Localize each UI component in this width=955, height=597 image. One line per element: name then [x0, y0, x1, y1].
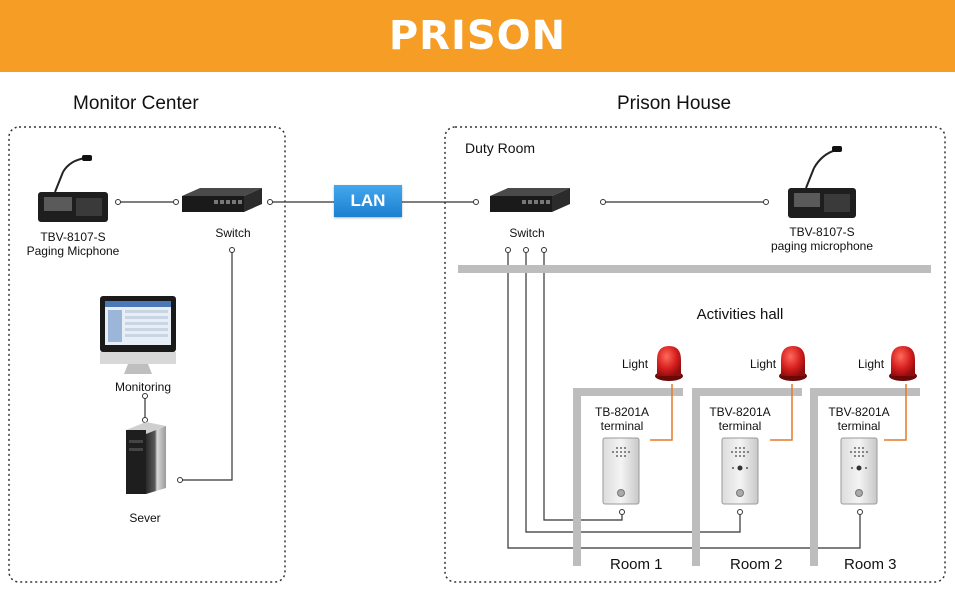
server-label: Sever	[129, 511, 161, 525]
ph-paging-mic-label: TBV-8107-S paging microphone	[762, 225, 882, 253]
room1-terminal-name: terminal	[600, 419, 644, 433]
mc-paging-mic-model: TBV-8107-S	[40, 230, 106, 244]
room2-terminal-label: TBV-8201A terminal	[704, 405, 776, 433]
mc-switch-label: Switch	[215, 226, 251, 240]
room3-terminal-label: TBV-8201A terminal	[823, 405, 895, 433]
network-switch-icon	[182, 188, 262, 212]
desk-microphone-icon	[788, 146, 856, 218]
network-cables	[118, 201, 861, 549]
ph-paging-mic-model: TBV-8107-S	[789, 225, 855, 239]
activities-hall-label: Activities hall	[696, 306, 784, 323]
light-wires	[650, 384, 907, 441]
lan-label: LAN	[350, 191, 386, 210]
room3-terminal-model: TBV-8201A	[828, 405, 890, 419]
room2-label: Room 2	[730, 556, 783, 573]
desk-microphone-icon	[38, 155, 108, 222]
monitoring-label: Monitoring	[114, 380, 172, 394]
intercom-terminal-icon	[602, 437, 640, 505]
room1-terminal-model: TB-8201A	[594, 405, 650, 419]
duty-room-label: Duty Room	[465, 140, 536, 156]
ph-switch-label: Switch	[509, 226, 545, 240]
monitor-center-title: Monitor Center	[73, 93, 199, 114]
cable-endpoints	[115, 199, 863, 515]
warning-light-icon	[779, 346, 807, 381]
prison-house-region	[444, 126, 946, 583]
room2-terminal-name: terminal	[718, 419, 762, 433]
intercom-terminal-icon	[721, 437, 759, 505]
mc-paging-mic-label: TBV-8107-S Paging Micphone	[18, 230, 128, 258]
room2-light-label: Light	[750, 357, 777, 371]
server-tower-icon	[126, 422, 166, 494]
room3-label: Room 3	[844, 556, 897, 573]
building-walls	[458, 265, 931, 566]
room3-terminal-name: terminal	[837, 419, 881, 433]
network-switch-icon	[490, 188, 570, 212]
intercom-terminal-icon	[840, 437, 878, 505]
room3-light-label: Light	[858, 357, 885, 371]
mc-paging-mic-name: Paging Micphone	[26, 244, 120, 258]
lan-badge: LAN	[334, 185, 402, 217]
banner-title: PRISON	[388, 13, 567, 59]
monitor-center-region	[8, 126, 286, 583]
warning-light-icon	[655, 346, 683, 381]
ph-paging-mic-name: paging microphone	[770, 239, 874, 253]
room1-terminal-label: TB-8201A terminal	[586, 405, 658, 433]
monitor-icon	[100, 296, 176, 374]
prison-house-title: Prison House	[617, 93, 732, 114]
room1-label: Room 1	[610, 556, 663, 573]
warning-light-icon	[889, 346, 917, 381]
room2-terminal-model: TBV-8201A	[709, 405, 771, 419]
room1-light-label: Light	[622, 357, 649, 371]
title-banner: PRISON	[0, 0, 955, 72]
